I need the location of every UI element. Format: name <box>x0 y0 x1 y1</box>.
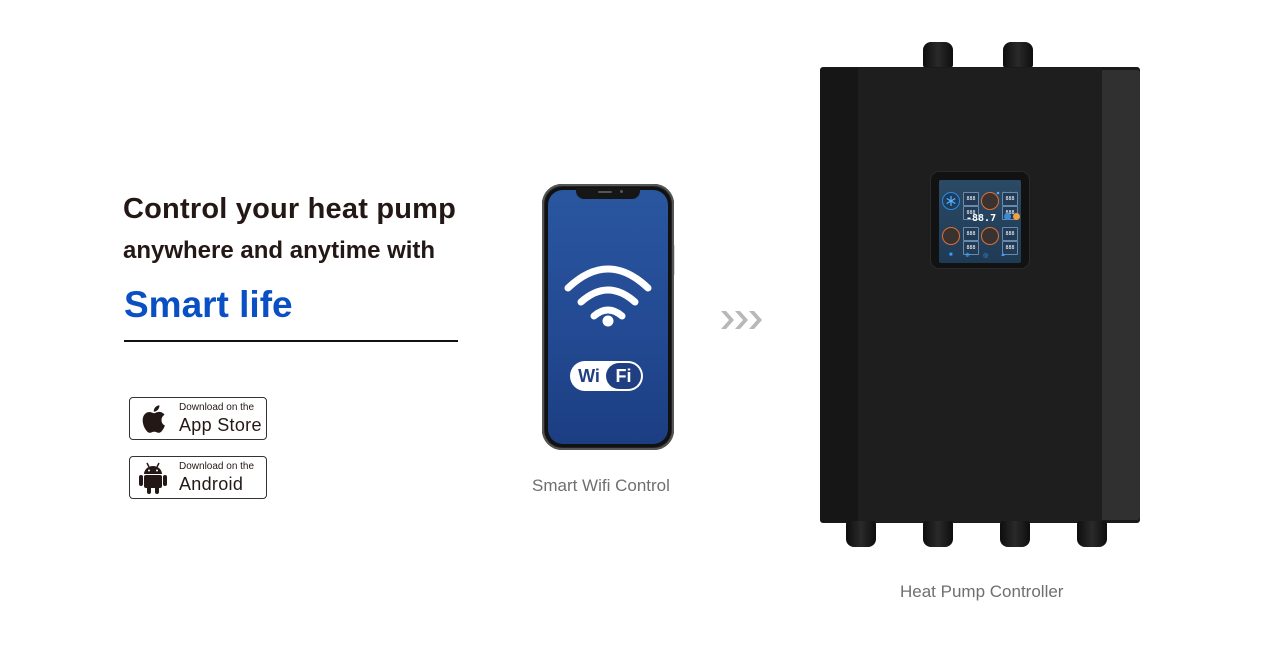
divider <box>124 340 458 342</box>
triple-chevron-right-icon <box>720 307 766 333</box>
lcd-cell: 888 <box>1002 192 1018 206</box>
heating-mode-icon[interactable] <box>942 227 960 245</box>
headline-line-1: Control your heat pump <box>123 193 457 225</box>
status-indicators <box>995 182 1019 195</box>
android-icon <box>138 461 168 495</box>
controller-front-panel <box>858 68 1102 522</box>
wifi-logo-left: Wi <box>578 365 600 386</box>
controller-left-bevel <box>820 68 858 522</box>
lcd-cell: 888 <box>963 241 979 255</box>
phone-speaker <box>598 191 612 193</box>
headline-brand: Smart life <box>124 284 293 325</box>
settings-icon[interactable]: ◎ <box>983 253 989 259</box>
app-store-label: App Store <box>179 415 262 435</box>
phone-screen <box>548 190 668 444</box>
cable-gland-bottom-3 <box>1000 521 1030 547</box>
android-small-text: Download on the <box>179 461 255 472</box>
lcd-main-temperature: -88.7 <box>966 213 997 224</box>
lock-icon[interactable]: ■ <box>949 252 953 258</box>
fan-status-icon <box>1004 213 1011 220</box>
wifi-logo-icon: Wi Fi <box>570 361 643 391</box>
android-store-button[interactable]: Download on the Android <box>129 456 267 499</box>
phone-notch <box>576 188 640 199</box>
fan-icon[interactable]: ❋ <box>965 253 971 259</box>
lcd-cell: 888 <box>1002 241 1018 255</box>
lcd-cell: 888 <box>963 192 979 206</box>
hot-water-icon[interactable] <box>981 192 999 210</box>
wifi-logo-right: Fi <box>606 363 641 389</box>
controller-right-bevel <box>1102 70 1140 520</box>
wifi-signal-icon <box>564 265 652 327</box>
cable-gland-bottom-1 <box>846 521 876 547</box>
android-label: Android <box>179 474 244 494</box>
mail-status-icon <box>1013 213 1020 220</box>
cooling-mode-icon[interactable] <box>942 192 960 210</box>
apple-icon <box>138 402 168 436</box>
phone-camera <box>620 190 623 193</box>
controller-caption: Heat Pump Controller <box>900 582 1064 601</box>
app-store-small-text: Download on the <box>179 402 255 413</box>
headline-line-2: anywhere and anytime with <box>123 237 436 264</box>
app-store-button[interactable]: Download on the App Store <box>129 397 267 440</box>
cable-gland-top-1 <box>923 42 953 68</box>
lcd-cell: 888 <box>963 206 979 220</box>
water-icon[interactable]: ▲ <box>1000 252 1006 258</box>
lcd-cell: 888 <box>963 227 979 241</box>
cable-gland-bottom-2 <box>923 521 953 547</box>
phone-caption: Smart Wifi Control <box>532 476 670 495</box>
cable-gland-top-2 <box>1003 42 1033 68</box>
cable-gland-bottom-4 <box>1077 521 1107 547</box>
pool-heating-icon[interactable] <box>981 227 999 245</box>
lcd-cell: 888 <box>1002 227 1018 241</box>
